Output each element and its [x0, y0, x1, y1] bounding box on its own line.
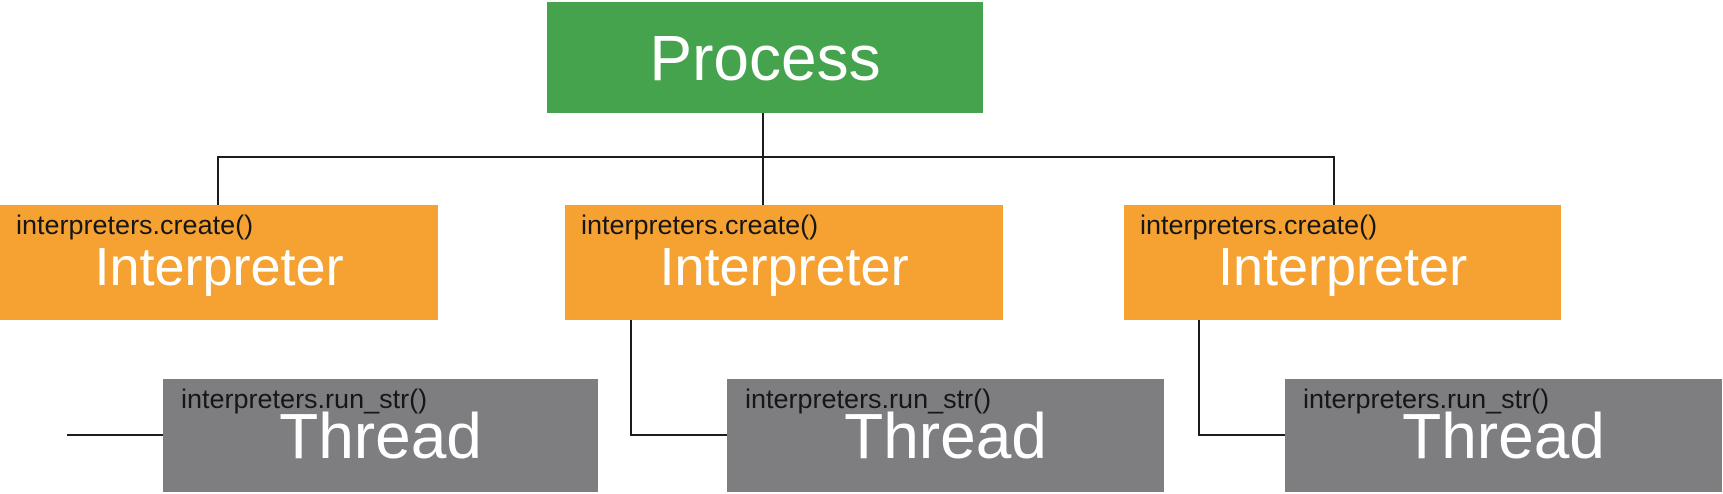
- interpreter-node-3: interpreters.create() Interpreter: [1124, 205, 1561, 320]
- thread-annotation-1: interpreters.run_str(): [181, 384, 428, 414]
- interpreter-label-1: Interpreter: [94, 236, 344, 297]
- connector-process-drop: [762, 113, 764, 205]
- interpreter-label-2: Interpreter: [659, 236, 909, 297]
- interpreter-annotation-1: interpreters.create(): [16, 210, 254, 240]
- interpreter-annotation-2: interpreters.create(): [581, 210, 819, 240]
- connector-thread3-vertical: [1198, 320, 1200, 436]
- interpreter-annotation-3: interpreters.create(): [1140, 210, 1378, 240]
- thread-label-2: Thread: [844, 399, 1047, 472]
- thread-label-1: Thread: [279, 399, 482, 472]
- thread-node-3: interpreters.run_str() Thread: [1285, 379, 1722, 492]
- connector-horizontal-rail: [217, 156, 1335, 158]
- interpreter-label-3: Interpreter: [1217, 236, 1468, 297]
- thread-node-1: interpreters.run_str() Thread: [163, 379, 598, 492]
- process-node: Process: [547, 2, 983, 113]
- thread-node-2: interpreters.run_str() Thread: [727, 379, 1164, 492]
- thread-annotation-3: interpreters.run_str(): [1303, 384, 1550, 414]
- interpreter-node-2: interpreters.create() Interpreter: [565, 205, 1003, 320]
- connector-rail-right-drop: [1333, 156, 1335, 206]
- interpreter-node-1: interpreters.create() Interpreter: [0, 205, 438, 320]
- connector-thread2-vertical: [630, 320, 632, 436]
- process-label: Process: [649, 21, 881, 94]
- connector-thread3-horizontal: [1198, 434, 1286, 436]
- connector-rail-left-drop: [217, 156, 219, 206]
- connector-thread1-horizontal: [67, 434, 163, 436]
- thread-label-3: Thread: [1402, 399, 1605, 472]
- connector-thread2-horizontal: [630, 434, 727, 436]
- thread-annotation-2: interpreters.run_str(): [745, 384, 992, 414]
